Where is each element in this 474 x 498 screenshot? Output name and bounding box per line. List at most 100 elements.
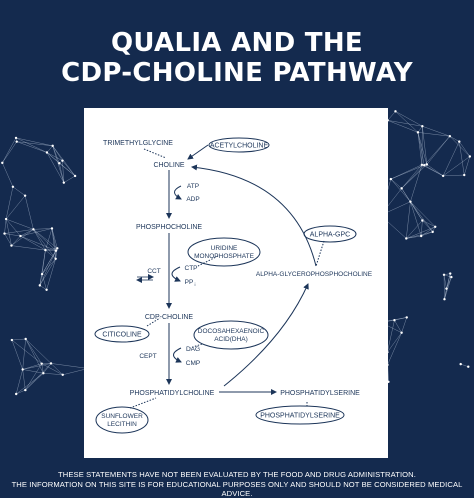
network-edge <box>22 363 52 370</box>
network-edge <box>20 229 34 237</box>
network-node <box>49 362 53 365</box>
network-edge <box>2 137 17 163</box>
label-ppi: PP <box>185 279 194 286</box>
network-edge <box>52 145 65 183</box>
network-edge <box>33 229 57 251</box>
network-node <box>58 162 61 165</box>
network-node <box>468 155 472 158</box>
curve-ctp-ppi <box>171 266 181 282</box>
network-node <box>1 161 4 165</box>
network-edge <box>422 220 433 233</box>
network-edge <box>444 277 452 300</box>
network-node <box>423 164 426 167</box>
network-node <box>3 232 6 235</box>
ellipse-citicoline <box>94 325 150 343</box>
network-edge <box>33 229 46 251</box>
network-node <box>24 388 27 392</box>
network-edge <box>43 372 63 376</box>
network-edge <box>5 218 21 237</box>
label-acetylcholine: ACETYLCHOLINE <box>210 143 269 150</box>
label-cdp-choline: CDP-CHOLINE <box>145 314 194 321</box>
label-alpha-gpc: ALPHA-GPC <box>310 232 350 239</box>
network-edge <box>22 363 42 370</box>
network-edge <box>11 235 21 246</box>
page-title-line2: CDP-CHOLINE PATHWAY <box>61 58 413 88</box>
network-edge <box>422 126 428 165</box>
network-edge <box>390 178 402 189</box>
network-edge <box>25 338 44 374</box>
page-title-line1: QUALIA AND THE <box>111 28 363 58</box>
network-edge <box>4 233 12 246</box>
label-uridine-line1: URIDINE <box>211 245 238 252</box>
network-node <box>23 194 27 197</box>
label-dha-line2: ACID(DHA) <box>214 336 248 343</box>
network-node <box>405 237 408 240</box>
network-edge <box>25 338 52 364</box>
network-node <box>61 373 64 376</box>
network-edge <box>33 229 58 249</box>
label-adp: ADP <box>186 196 199 203</box>
network-edge <box>41 274 47 290</box>
network-node <box>10 244 13 247</box>
network-edge <box>406 226 436 239</box>
network-edge <box>39 250 57 286</box>
network-node <box>467 365 470 368</box>
network-edge <box>15 137 48 153</box>
label-cct: CCT <box>147 268 160 275</box>
network-edge <box>52 145 60 164</box>
network-node <box>459 362 462 366</box>
network-edge <box>46 258 56 290</box>
dotted-alpha-gpc-supplement <box>315 240 325 267</box>
network-node <box>442 273 446 276</box>
network-edge <box>420 220 423 237</box>
network-node <box>21 368 24 371</box>
network-edge <box>59 163 76 177</box>
network-edge <box>387 332 402 353</box>
network-edge <box>24 195 34 230</box>
network-node <box>434 225 437 228</box>
network-edge <box>22 338 26 370</box>
label-sunflower-line1: SUNFLOWER <box>101 413 143 420</box>
ellipse-phosphatidylserine <box>255 405 345 425</box>
network-edge <box>11 245 46 251</box>
network-edge <box>460 363 469 367</box>
network-edge <box>417 132 450 137</box>
ellipse-dha <box>193 320 269 350</box>
network-edge <box>459 141 465 176</box>
network-edge <box>6 218 34 230</box>
network-node <box>441 174 445 178</box>
network-node <box>416 131 420 134</box>
arrow-phosphatidylcholine-to-alpha-gpc <box>223 283 309 387</box>
network-node <box>51 144 54 148</box>
label-ctp: CTP <box>185 265 198 272</box>
ellipse-alpha-gpc <box>303 225 357 243</box>
diagram-panel <box>84 108 388 458</box>
network-edge <box>394 320 402 333</box>
label-alpha-glycerophosphocholine: ALPHA-GLYCEROPHOSPHOCHOLINE <box>256 271 373 278</box>
ellipse-sunflower <box>95 406 149 434</box>
network-edge <box>46 152 65 183</box>
network-node <box>38 284 42 287</box>
network-edge <box>417 132 428 165</box>
label-choline: CHOLINE <box>153 162 184 169</box>
network-edge <box>5 195 26 220</box>
network-edge <box>401 164 423 189</box>
network-edge <box>15 369 23 395</box>
network-edge <box>401 317 407 333</box>
network-edge <box>12 186 26 196</box>
network-edge <box>15 137 53 147</box>
network-edge <box>45 249 57 251</box>
network-edge <box>417 132 425 166</box>
network-edge <box>410 201 422 237</box>
label-phosphocholine: PHOSPHOCHOLINE <box>136 224 202 231</box>
network-node <box>54 249 58 252</box>
network-edge <box>449 135 460 142</box>
network-edge <box>16 372 44 395</box>
network-edge <box>443 156 470 177</box>
network-node <box>62 181 66 184</box>
network-node <box>389 177 393 181</box>
network-node <box>45 288 48 291</box>
network-node <box>14 392 18 396</box>
network-edge <box>41 363 63 376</box>
